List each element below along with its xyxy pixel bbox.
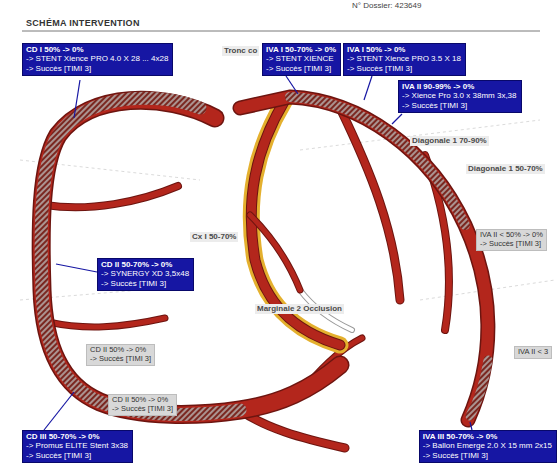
vessel-shape [41, 98, 240, 414]
lesion-label: Diagonale 1 50-70% [466, 164, 545, 174]
callout-text: CD III 50-70% -> 0% [26, 432, 128, 441]
procedure-callout: CD III 50-70% -> 0%-> Promus ELITE Stent… [22, 430, 133, 463]
lesion-label: Diagonale 1 70-90% [410, 136, 489, 146]
vessel-shape [364, 76, 372, 100]
vessel-shape [470, 360, 488, 416]
callout-text: -> Succès [TIMI 3] [112, 405, 173, 414]
vessel-shape [41, 100, 340, 414]
callout-text: -> Succès [TIMI 3] [101, 279, 189, 288]
callout-text: IVA II 90-99% -> 0% [402, 82, 517, 91]
callout-text: CD II 50% -> 0% [112, 396, 173, 405]
callout-text: IVA I 50% -> 0% [347, 45, 461, 54]
callout-text: -> Succès [TIMI 3] [26, 64, 168, 73]
callout-text: IVA II < 50% -> 0% [480, 231, 543, 240]
callout-text: -> STENT Xience PRO 4.0 X 28 ... 4x28 [26, 54, 168, 63]
procedure-callout: IVA I 50-70% -> 0%-> STENT XIENCE-> Succ… [262, 43, 341, 76]
right-coronary [41, 98, 362, 448]
leader-lines [44, 76, 472, 430]
procedure-callout: IVA III 50-70% -> 0%-> Ballon Emerge 2.0… [419, 430, 557, 463]
result-tag: CD II 50% -> 0%-> Succès [TIMI 3] [108, 394, 177, 416]
result-tag: IVA II < 3 [514, 346, 552, 359]
callout-text: -> Succès [TIMI 3] [90, 355, 151, 364]
vessel-shape [240, 97, 488, 420]
callout-text: IVA I 50-70% -> 0% [266, 45, 336, 54]
callout-text: CD II 50-70% -> 0% [101, 260, 189, 269]
callout-text: -> Promus ELITE Stent 3x38 [26, 441, 128, 450]
callout-text: IVA II < 3 [518, 348, 548, 357]
vessel-shape [290, 97, 465, 225]
vessel-shape [44, 392, 74, 430]
vessel-shape [41, 100, 340, 414]
vessel-shape [286, 76, 298, 94]
page-title: SCHÉMA INTERVENTION [26, 18, 140, 28]
vessel-shape [56, 264, 97, 272]
callout-text: -> Succès [TIMI 3] [26, 451, 128, 460]
callout-text: -> Succès [TIMI 3] [423, 451, 552, 460]
callout-text: CD I 50% -> 0% [26, 45, 168, 54]
lesion-label: Cx I 50-70% [190, 232, 238, 242]
vessel-shape [300, 120, 540, 150]
callout-text: -> Succès [TIMI 3] [480, 240, 543, 249]
vessel-shape [250, 215, 300, 290]
vessel-shape [48, 318, 165, 327]
callout-text: -> Ballon Emerge 2.0 X 15 mm 2x15 [423, 441, 552, 450]
procedure-callout: CD I 50% -> 0%-> STENT Xience PRO 4.0 X … [22, 43, 173, 76]
callout-text: -> SYNERGY XD 3,5x48 [101, 269, 189, 278]
vessel-shape [470, 422, 472, 430]
callout-text: -> Xience Pro 3.0 x 38mm 3x,38 [402, 91, 517, 100]
vessel-shape [240, 97, 488, 420]
result-tag: CD II 50% -> 0%-> Succès [TIMI 3] [86, 344, 155, 366]
callout-text: -> Succès [TIMI 3] [402, 101, 517, 110]
left-coronary [240, 97, 488, 420]
callout-text: -> STENT XIENCE [266, 54, 336, 63]
file-number: N° Dossier: 423649 [352, 1, 421, 10]
procedure-callout: IVA II 90-99% -> 0%-> Xience Pro 3.0 x 3… [398, 80, 522, 113]
callout-text: -> Succès [TIMI 3] [266, 64, 336, 73]
lesion-label: Marginale 2 Occlusion [255, 304, 344, 314]
vessel-label: Tronc co [222, 46, 259, 56]
header-rule [22, 31, 540, 32]
vessel-shape [74, 80, 80, 118]
vessel-shape [250, 215, 300, 290]
procedure-callout: CD II 50-70% -> 0%-> SYNERGY XD 3,5x48->… [97, 258, 194, 291]
callout-text: CD II 50% -> 0% [90, 346, 151, 355]
result-tag: IVA II < 50% -> 0%-> Succès [TIMI 3] [476, 229, 547, 251]
callout-text: -> Succès [TIMI 3] [347, 64, 461, 73]
vessel-shape [45, 186, 178, 207]
vessel-shape [392, 114, 402, 124]
vessel-shape [45, 186, 178, 207]
vessel-shape [48, 318, 165, 327]
procedure-callout: IVA I 50% -> 0%-> STENT Xience PRO 3.5 X… [343, 43, 466, 76]
callout-text: IVA III 50-70% -> 0% [423, 432, 552, 441]
callout-text: -> STENT Xience PRO 3.5 X 18 [347, 54, 461, 63]
